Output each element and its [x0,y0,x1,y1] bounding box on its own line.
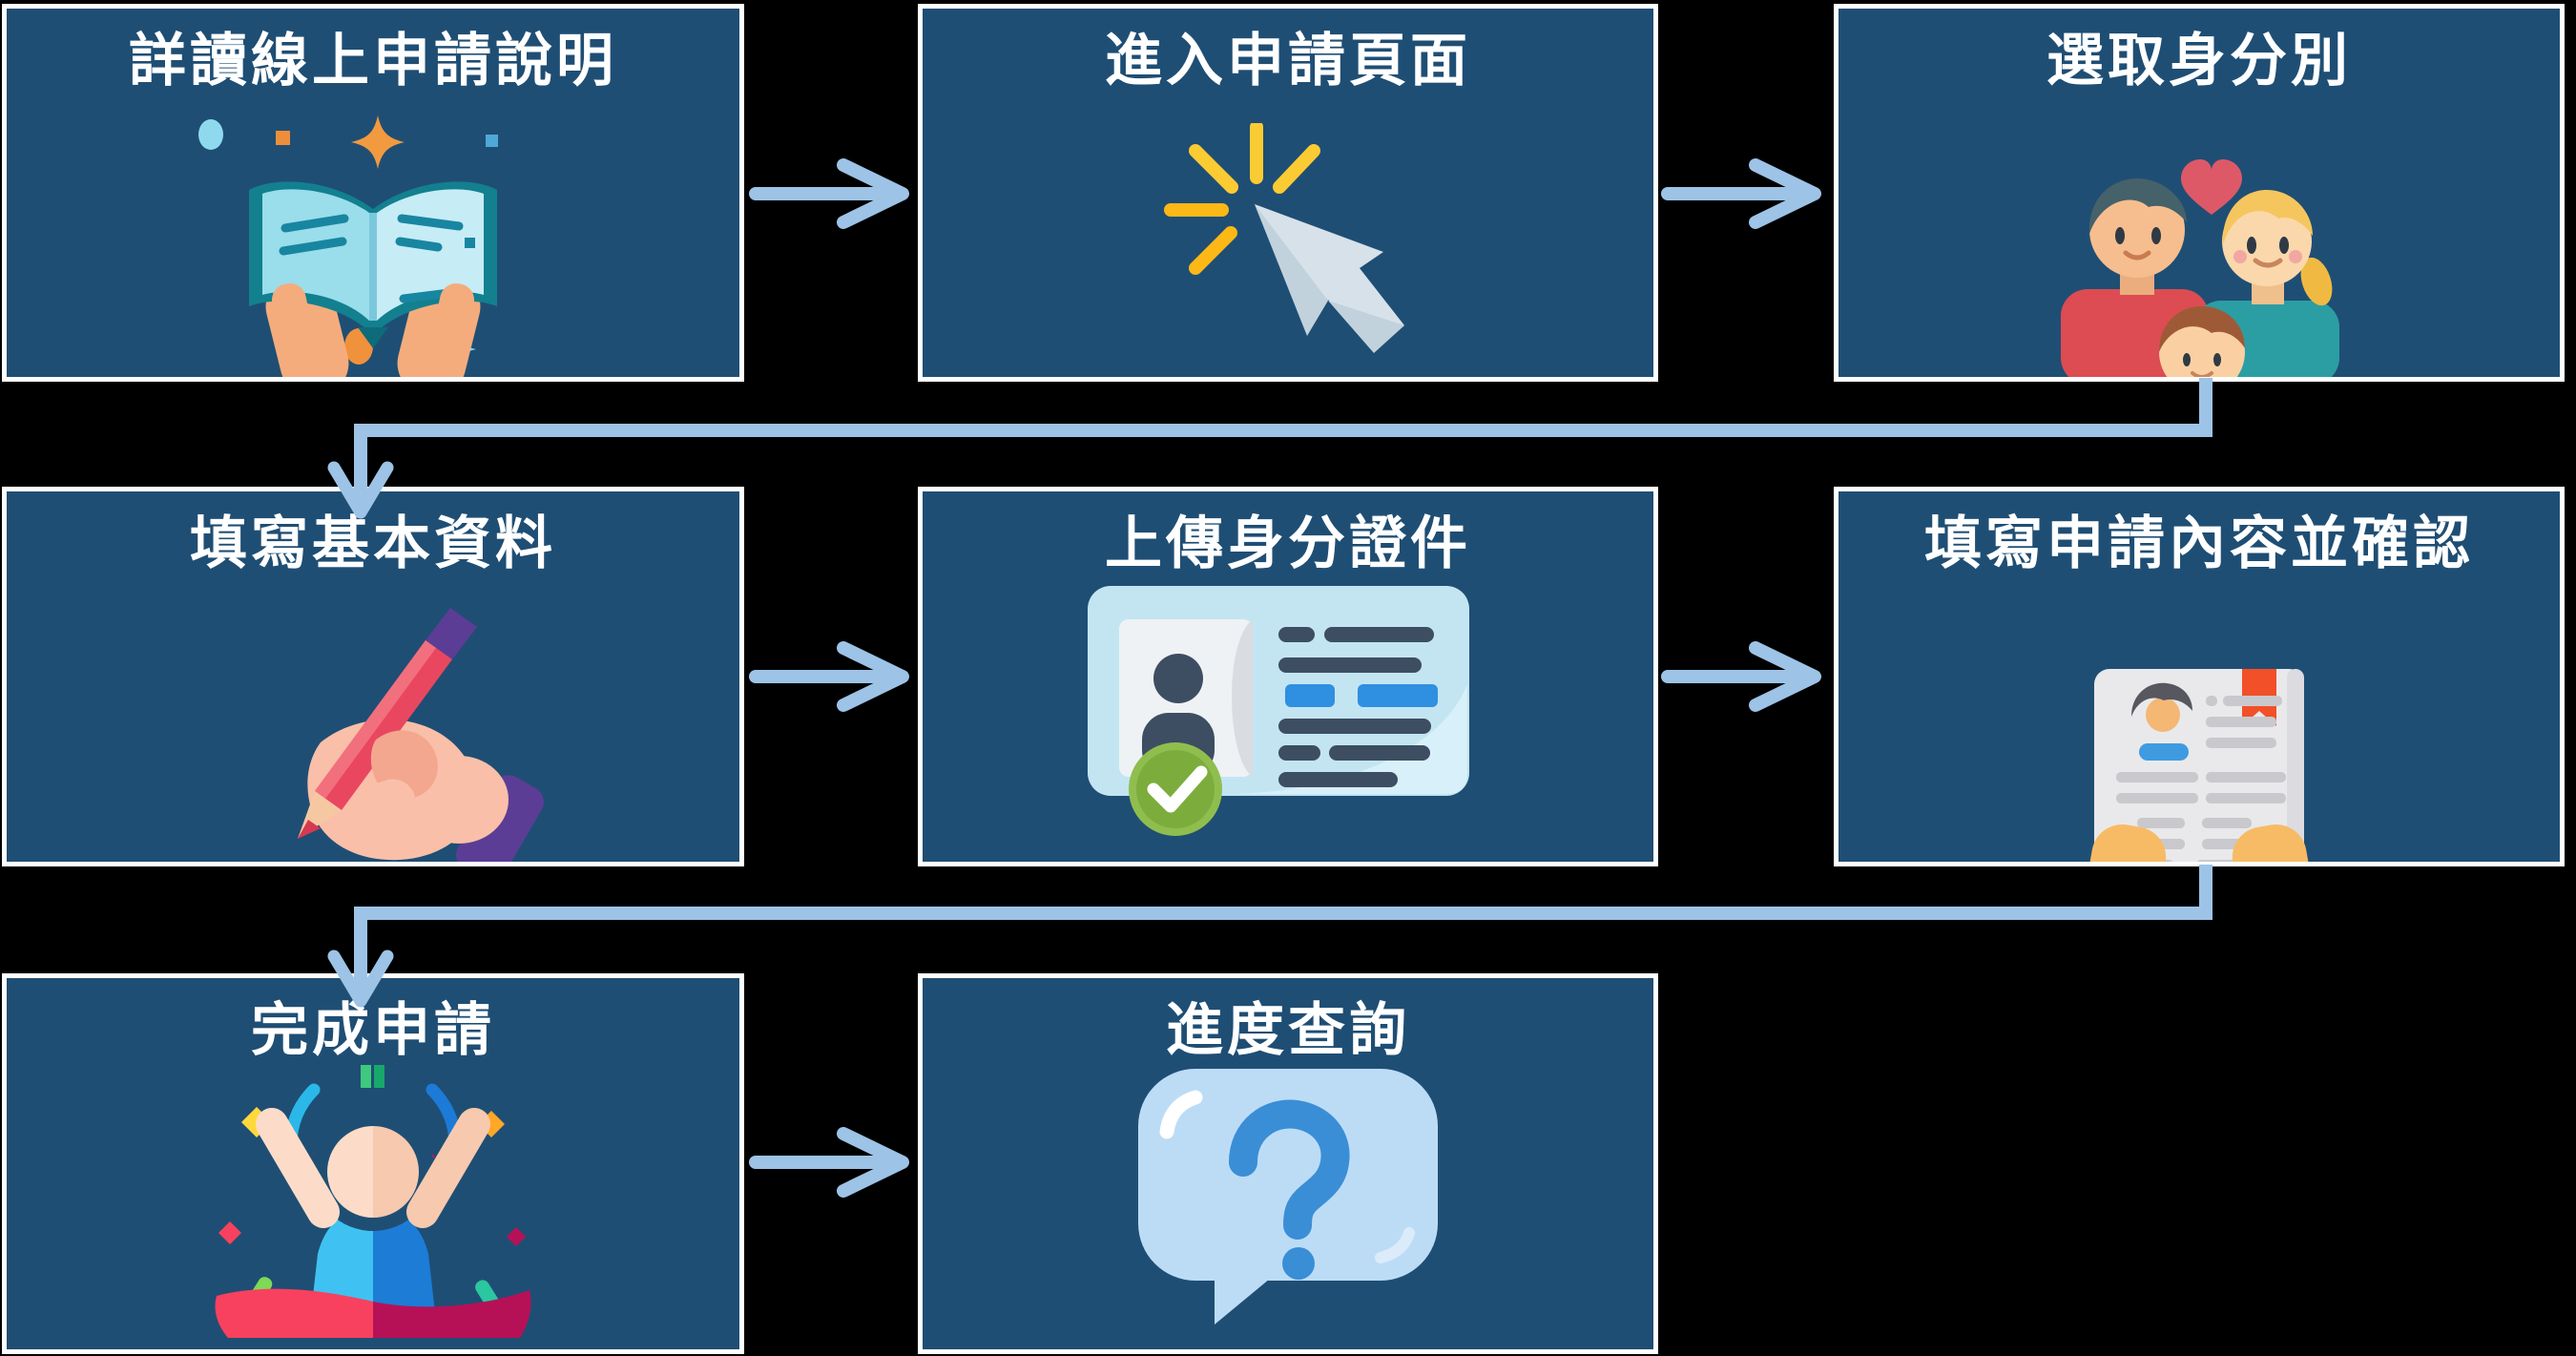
step-box-enter-page: 進入申請頁面 [918,4,1658,382]
celebration-icon [215,1065,531,1338]
step-title: 進度查詢 [1166,998,1410,1062]
step-title: 上傳身分證件 [1105,511,1471,575]
step-box-read-instructions: 詳讀線上申請說明 [2,4,744,382]
step-title: 詳讀線上申請說明 [129,29,617,93]
step-box-fill-content-confirm: 填寫申請內容並確認 [1834,487,2565,866]
step-title: 填寫基本資料 [190,511,556,575]
step-box-upload-id: 上傳身分證件 [918,487,1658,866]
arrow-step7-step8 [749,1127,909,1198]
step-box-select-identity: 選取身分別 [1834,4,2565,382]
cursor-click-icon [1164,123,1404,353]
question-bubble-icon [1138,1069,1438,1325]
step-box-complete-application: 完成申請 [2,973,744,1354]
id-card-check-icon [1088,586,1469,836]
step-title: 進入申請頁面 [1105,29,1471,93]
step-box-fill-basic-info: 填寫基本資料 [2,487,744,866]
arrow-step5-step6 [1661,641,1821,712]
book-icon [198,115,498,377]
arrow-step1-step2 [749,158,909,229]
family-icon [2061,159,2339,377]
step-title: 選取身分別 [2046,29,2352,93]
arrow-step4-step5 [749,641,909,712]
arrow-step2-step3 [1661,158,1821,229]
step-title: 填寫申請內容並確認 [1924,511,2474,575]
writing-hand-icon [298,608,544,862]
step-title: 完成申請 [251,998,495,1062]
document-review-icon [2087,669,2312,862]
step-box-progress-inquiry: 進度查詢 [918,973,1658,1354]
